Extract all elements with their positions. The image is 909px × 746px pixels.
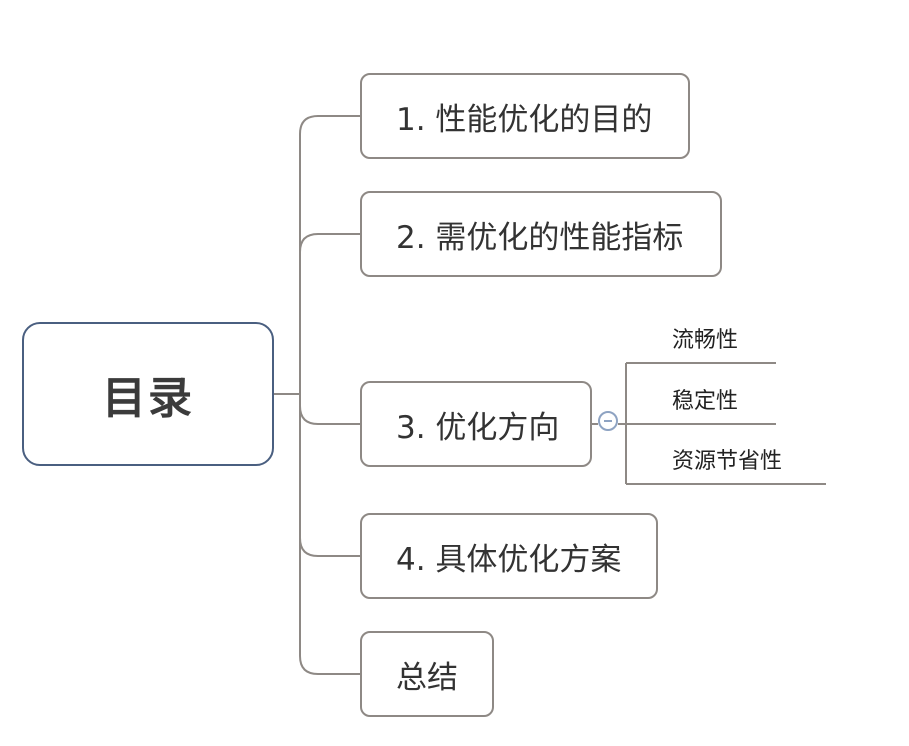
branch-label-4: 4. 具体优化方案 — [396, 541, 622, 578]
root-label: 目录 — [102, 373, 194, 424]
branch-node-1[interactable]: 1. 性能优化的目的 — [360, 73, 690, 159]
branch-label-5: 总结 — [396, 659, 458, 696]
branch-connector-4 — [299, 537, 360, 557]
branch-node-5[interactable]: 总结 — [360, 631, 494, 717]
branch-node-2[interactable]: 2. 需优化的性能指标 — [360, 191, 722, 277]
trunk-line — [299, 115, 319, 675]
leaf-label-3[interactable]: 资源节省性 — [672, 449, 783, 474]
branch-connector-2 — [299, 233, 360, 253]
root-node[interactable]: 目录 — [22, 322, 274, 466]
branch-node-3[interactable]: 3. 优化方向 — [360, 381, 592, 467]
leaf-label-2[interactable]: 稳定性 — [672, 389, 739, 414]
branch-label-3: 3. 优化方向 — [396, 409, 560, 446]
minus-icon — [604, 420, 612, 422]
branch-label-2: 2. 需优化的性能指标 — [396, 219, 684, 256]
collapse-toggle-button[interactable] — [598, 411, 618, 431]
branch-label-1: 1. 性能优化的目的 — [396, 101, 653, 138]
branch-node-4[interactable]: 4. 具体优化方案 — [360, 513, 658, 599]
leaf-label-1[interactable]: 流畅性 — [672, 328, 739, 353]
branch-connector-3 — [299, 405, 360, 425]
